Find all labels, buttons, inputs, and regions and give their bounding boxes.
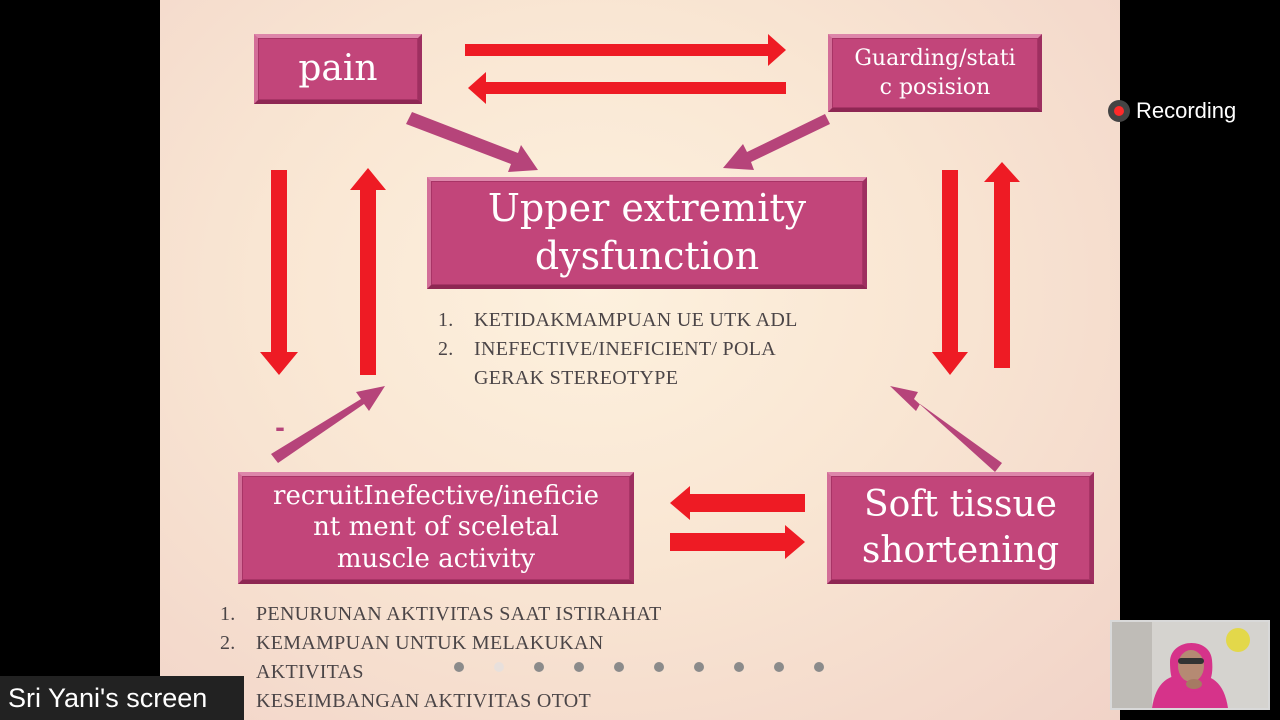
guarding-label-line1: Guarding/stati [854, 45, 1016, 71]
screen-share-label: Sri Yani's screen [0, 676, 244, 720]
list-item: GERAK STEREOTYPE [438, 364, 798, 393]
pain-label: pain [298, 48, 378, 90]
arrow-pain-down [260, 170, 298, 375]
list-text: KEMAMPUAN UNTUK MELAKUKAN [256, 632, 604, 654]
pain-box: pain [254, 34, 422, 104]
list-item: KESEIMBANGAN AKTIVITAS OTOT [220, 687, 661, 716]
page-dot[interactable] [774, 662, 784, 672]
list-item: AKTIVITAS [220, 658, 661, 687]
upper-list: 1. KETIDAKMAMPUAN UE UTK ADL 2. INEFECTI… [438, 306, 798, 393]
arrow-recruit-up [350, 168, 386, 375]
recruit-label-line3: muscle activity [336, 543, 536, 574]
page-dot[interactable] [654, 662, 664, 672]
slide-pagination[interactable] [454, 662, 824, 672]
arrow-soft-to-recruit [670, 486, 805, 520]
upper-extremity-box: Upper extremity dysfunction [427, 177, 867, 289]
arrow-soft-to-right [890, 386, 1002, 472]
list-number: 1. [220, 603, 236, 625]
list-item: 1. KETIDAKMAMPUAN UE UTK ADL [438, 306, 798, 335]
list-text: AKTIVITAS [256, 661, 364, 683]
list-item: 1. PENURUNAN AKTIVITAS SAAT ISTIRAHAT [220, 600, 661, 629]
page-dot[interactable] [574, 662, 584, 672]
arrow-soft-up [984, 162, 1020, 368]
list-text: PENURUNAN AKTIVITAS SAAT ISTIRAHAT [256, 603, 662, 625]
page-dot[interactable] [534, 662, 544, 672]
recording-label: Recording [1136, 98, 1237, 123]
guarding-box: Guarding/stati c posision [828, 34, 1042, 112]
recruit-label-line2: nt ment of sceletal [313, 512, 559, 543]
arrow-guarding-to-pain [468, 72, 786, 104]
arrow-recruit-to-soft [670, 525, 805, 559]
page-dot[interactable] [734, 662, 744, 672]
page-dot[interactable] [614, 662, 624, 672]
arrow-guarding-to-upper [723, 114, 830, 170]
page-dot[interactable] [694, 662, 704, 672]
page-dot[interactable] [814, 662, 824, 672]
arrow-pain-to-guarding [465, 34, 786, 66]
presentation-slide: pain Guarding/stati c posision Upper ext… [160, 0, 1120, 720]
arrow-recruit-to-left [271, 386, 385, 463]
arrow-guarding-down [932, 170, 968, 375]
participant-avatar [1112, 622, 1268, 708]
list-text: KESEIMBANGAN AKTIVITAS OTOT [256, 690, 592, 712]
participant-video-thumbnail[interactable] [1110, 620, 1270, 710]
soft-tissue-box: Soft tissue shortening [827, 472, 1094, 584]
recruit-box: recruitInefective/ineficie nt ment of sc… [238, 472, 634, 584]
diagram-arrows [260, 34, 1020, 559]
page-dot-active[interactable] [494, 662, 504, 672]
arrow-pain-to-upper [406, 112, 538, 172]
list-text: INEFECTIVE/INEFICIENT/ POLA [474, 338, 776, 360]
stray-dash: - [275, 414, 285, 442]
recording-indicator: Recording [1108, 98, 1236, 124]
list-text: GERAK STEREOTYPE [474, 367, 679, 389]
soft-label-line2: shortening [861, 530, 1060, 571]
list-item: 2. KEMAMPUAN UNTUK MELAKUKAN [220, 629, 661, 658]
upper-label-line1: Upper extremity [487, 186, 807, 231]
lower-list: 1. PENURUNAN AKTIVITAS SAAT ISTIRAHAT 2.… [220, 600, 661, 716]
list-item: 2. INEFECTIVE/INEFICIENT/ POLA [438, 335, 798, 364]
recording-dot-icon [1108, 100, 1130, 122]
page-dot[interactable] [454, 662, 464, 672]
list-text: KETIDAKMAMPUAN UE UTK ADL [474, 309, 798, 331]
list-number: 2. [220, 632, 236, 654]
recruit-label-line1: recruitInefective/ineficie [273, 481, 599, 512]
guarding-label-line2: c posision [879, 75, 991, 100]
list-number: 2. [438, 338, 454, 360]
upper-label-line2: dysfunction [534, 234, 760, 278]
soft-label-line1: Soft tissue [864, 484, 1057, 526]
list-number: 1. [438, 309, 454, 331]
